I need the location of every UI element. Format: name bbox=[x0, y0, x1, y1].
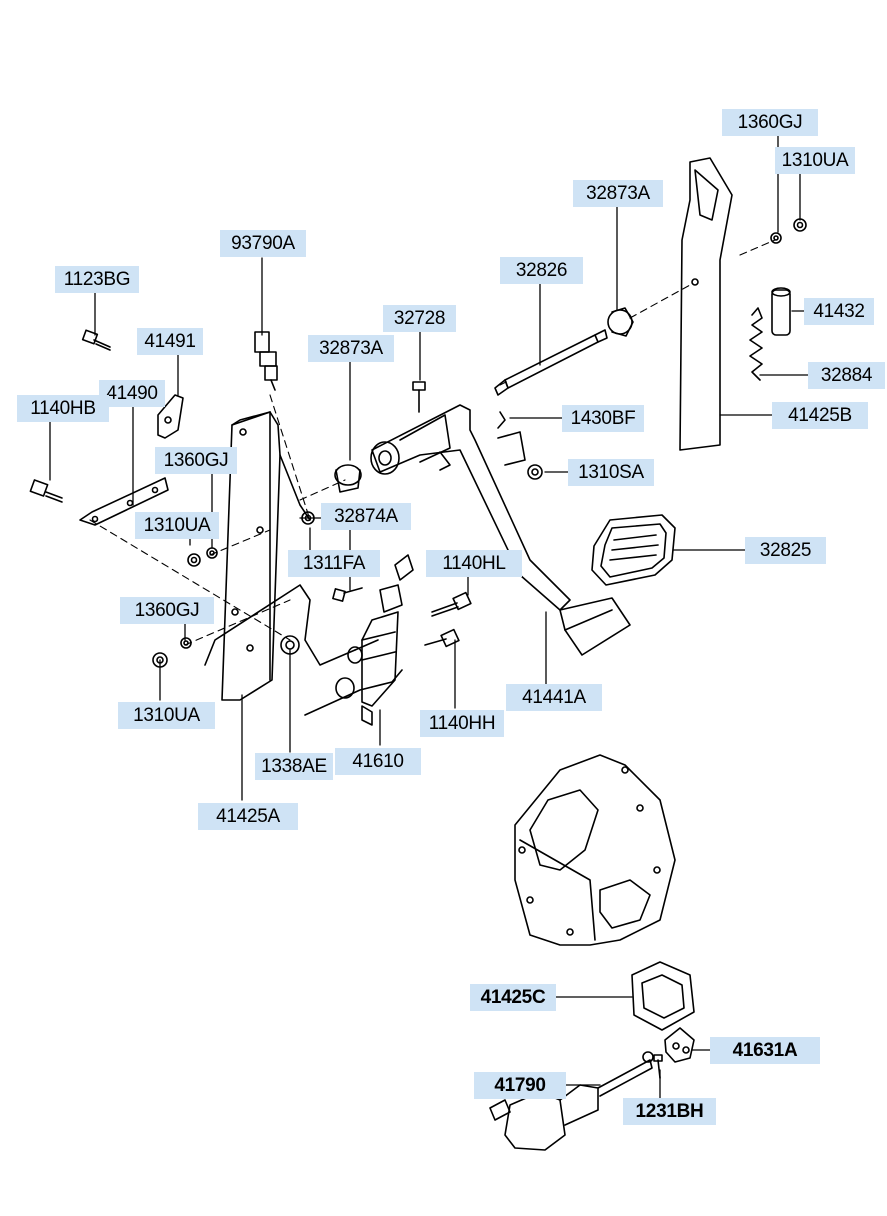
part-label-1140HB: 1140HB bbox=[17, 395, 109, 422]
fasteners bbox=[29, 218, 807, 1079]
part-label-41490: 41490 bbox=[99, 380, 165, 407]
part-label-1310UA: 1310UA bbox=[135, 512, 219, 539]
part-label-1140HL: 1140HL bbox=[426, 550, 522, 577]
pedal-shaft bbox=[494, 329, 608, 396]
pedal-bracket-left bbox=[204, 411, 403, 716]
part-label-1360GJ: 1360GJ bbox=[722, 109, 818, 136]
part-label-1360GJ: 1360GJ bbox=[120, 597, 214, 624]
part-label-93790A: 93790A bbox=[220, 230, 306, 257]
part-label-41425B: 41425B bbox=[772, 402, 868, 429]
part-label-1310UA: 1310UA bbox=[118, 702, 215, 729]
part-label-1140HH: 1140HH bbox=[420, 710, 504, 737]
part-label-32728: 32728 bbox=[383, 305, 456, 332]
part-label-1123BG: 1123BG bbox=[55, 266, 139, 293]
pedal-pad-rubber bbox=[591, 514, 676, 586]
part-label-41790: 41790 bbox=[474, 1072, 566, 1099]
part-label-32873A: 32873A bbox=[308, 335, 394, 362]
part-label-1360GJ: 1360GJ bbox=[155, 447, 237, 474]
part-label-41425A: 41425A bbox=[198, 803, 298, 830]
part-label-41432: 41432 bbox=[804, 298, 874, 325]
part-label-41491: 41491 bbox=[137, 328, 203, 355]
part-label-32873A: 32873A bbox=[573, 180, 663, 207]
part-label-32826: 32826 bbox=[500, 257, 583, 284]
part-label-32825: 32825 bbox=[745, 537, 826, 564]
part-label-1311FA: 1311FA bbox=[288, 550, 380, 577]
part-label-1231BH: 1231BH bbox=[623, 1098, 716, 1125]
part-label-1338AE: 1338AE bbox=[255, 753, 333, 780]
assembly-axis-lines bbox=[89, 239, 776, 646]
part-label-41631A: 41631A bbox=[710, 1037, 820, 1064]
part-label-32874A: 32874A bbox=[321, 503, 411, 530]
bushings bbox=[334, 307, 634, 493]
part-label-1310UA: 1310UA bbox=[775, 147, 855, 174]
stopper-bracket bbox=[79, 394, 184, 526]
part-label-1430BF: 1430BF bbox=[562, 405, 644, 432]
pedal-bracket-right bbox=[679, 157, 733, 451]
part-label-32884: 32884 bbox=[808, 362, 885, 389]
return-spring-pin bbox=[749, 287, 791, 381]
gasket-plate bbox=[664, 1027, 695, 1063]
part-label-41610: 41610 bbox=[335, 748, 421, 775]
split-pin bbox=[497, 411, 506, 429]
clutch-pedal-arm bbox=[370, 404, 631, 656]
part-label-41441A: 41441A bbox=[506, 684, 602, 711]
part-label-1310SA: 1310SA bbox=[568, 459, 654, 486]
master-cylinder bbox=[335, 554, 414, 726]
dust-boot bbox=[631, 961, 695, 1031]
bell-housing bbox=[514, 754, 676, 946]
part-label-41425C: 41425C bbox=[470, 984, 556, 1011]
